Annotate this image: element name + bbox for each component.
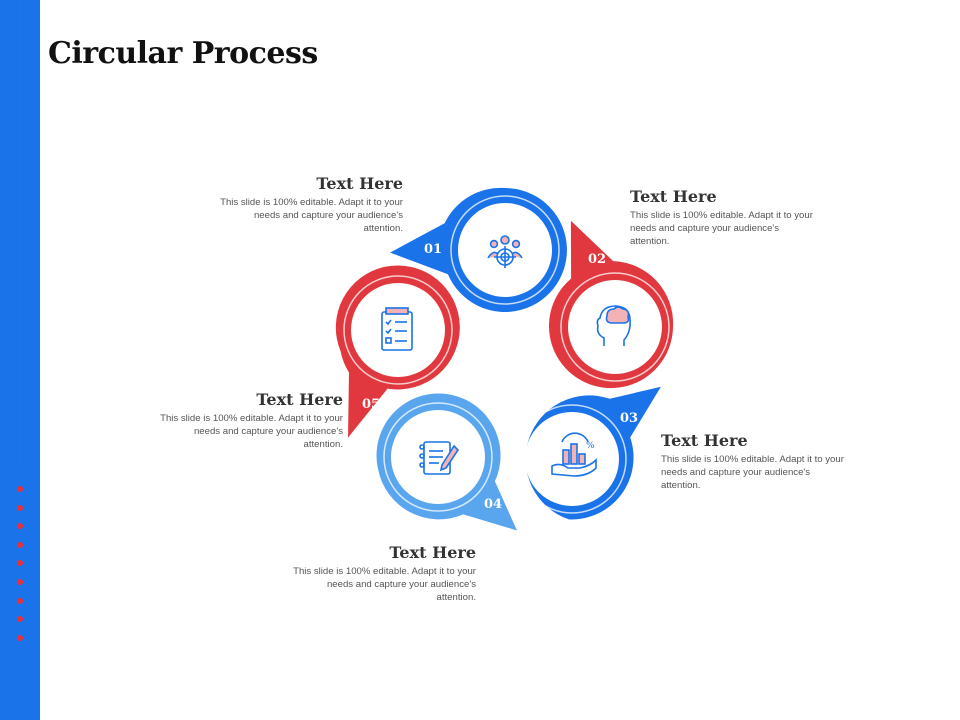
step-01-number: 01 bbox=[424, 242, 442, 257]
hand-growth-chart-icon: % bbox=[551, 432, 597, 477]
decor-dot bbox=[17, 504, 23, 511]
step-03-body: This slide is 100% editable. Adapt it to… bbox=[661, 454, 844, 491]
step-02-heading: Text Here bbox=[630, 187, 717, 206]
sidebar-dot-column bbox=[16, 486, 24, 653]
step-02-inner-ring bbox=[560, 272, 670, 382]
step-04-heading: Text Here bbox=[389, 543, 476, 562]
step-02-icon-disc bbox=[568, 280, 662, 374]
process-step-05: 05 bbox=[335, 265, 460, 438]
step-03-label: Text Here This slide is 100% editable. A… bbox=[661, 431, 861, 492]
sidebar-divider-line bbox=[19, 0, 20, 462]
step-02-label: Text Here This slide is 100% editable. A… bbox=[630, 187, 830, 248]
step-01-inner-ring bbox=[450, 195, 560, 305]
step-03-heading: Text Here bbox=[661, 431, 748, 450]
decor-dot bbox=[17, 578, 23, 585]
step-05-number: 05 bbox=[362, 397, 380, 412]
brain-thinking-head-icon bbox=[596, 305, 631, 346]
decor-dot bbox=[17, 634, 23, 641]
decor-dot bbox=[17, 560, 23, 567]
process-step-02: 02 bbox=[549, 220, 674, 389]
decor-dot bbox=[17, 523, 23, 530]
decor-dot bbox=[17, 616, 23, 623]
notepad-pencil-icon bbox=[419, 441, 460, 475]
process-step-03: % 03 bbox=[517, 386, 661, 520]
step-05-label: Text Here This slide is 100% editable. A… bbox=[143, 390, 343, 451]
step-05-body: This slide is 100% editable. Adapt it to… bbox=[160, 413, 343, 450]
step-05-heading: Text Here bbox=[256, 390, 343, 409]
step-04-body: This slide is 100% editable. Adapt it to… bbox=[293, 566, 476, 603]
svg-text:%: % bbox=[586, 441, 595, 451]
step-03-inner-ring bbox=[517, 404, 627, 514]
step-01-label: Text Here This slide is 100% editable. A… bbox=[203, 174, 403, 235]
checklist-icon bbox=[381, 307, 413, 351]
decor-dot bbox=[17, 486, 23, 492]
step-04-label: Text Here This slide is 100% editable. A… bbox=[276, 543, 476, 604]
step-01-body: This slide is 100% editable. Adapt it to… bbox=[220, 197, 403, 234]
step-02-number: 02 bbox=[588, 252, 606, 267]
step-02-body: This slide is 100% editable. Adapt it to… bbox=[630, 210, 813, 247]
step-03-number: 03 bbox=[620, 411, 638, 426]
slide-title: Circular Process bbox=[48, 36, 318, 71]
step-01-heading: Text Here bbox=[316, 174, 403, 193]
step-05-inner-ring bbox=[343, 275, 453, 385]
decor-dot bbox=[17, 541, 23, 548]
target-audience-icon bbox=[487, 235, 523, 268]
step-04-inner-ring bbox=[383, 402, 493, 512]
decor-dot bbox=[17, 597, 23, 604]
process-step-04: 04 bbox=[376, 393, 517, 531]
process-step-01: 01 bbox=[390, 187, 567, 312]
step-04-number: 04 bbox=[484, 497, 502, 512]
step-05-icon-disc bbox=[351, 283, 445, 377]
